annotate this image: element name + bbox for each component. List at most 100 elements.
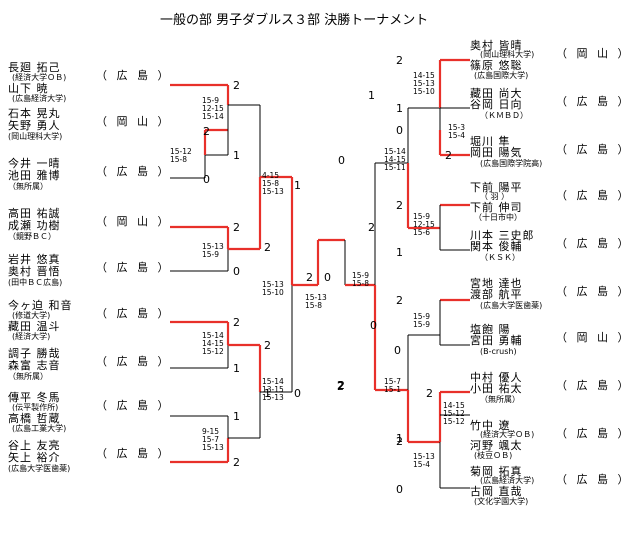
set-score: 13-15 <box>262 384 284 394</box>
set-score: 14-15 <box>413 71 435 80</box>
set-score: 15-12 <box>202 346 224 356</box>
affiliation: (岡山理科大学) <box>480 50 535 59</box>
player-name: 渡部 航平 <box>470 288 523 301</box>
prefecture: （ 広 島 ） <box>556 285 632 298</box>
set-score: 4-15 <box>262 171 280 180</box>
set-score: 15-6 <box>413 227 431 237</box>
prefecture: （ 岡 山 ） <box>556 47 632 60</box>
affiliation: (経済大学ＯＢ) <box>480 430 535 439</box>
affiliation: (岡山理科大学) <box>8 132 63 141</box>
player-name: 今ヶ迫 和音 <box>8 299 73 312</box>
set-score: 15-14 <box>202 111 224 121</box>
prefecture: （ 広 島 ） <box>556 237 632 250</box>
player-name: 関本 俊輔 <box>470 240 523 253</box>
affiliation: (田中ＢＣ広島) <box>8 278 63 287</box>
prefecture: （ 広 島 ） <box>96 307 172 320</box>
prefecture: （ 広 島 ） <box>556 95 632 108</box>
games-won: 1 <box>264 387 271 400</box>
set-score: 15-13 <box>262 392 284 402</box>
prefecture: （ 広 島 ） <box>96 69 172 82</box>
prefecture: （ 広 島 ） <box>96 399 172 412</box>
prefecture: （ 岡 山 ） <box>96 215 172 228</box>
prefecture: （ 広 島 ） <box>96 447 172 460</box>
player-name: 宮田 勇輔 <box>470 334 523 347</box>
set-score: 15-3 <box>448 123 466 132</box>
player-name: 谷岡 日向 <box>470 98 523 111</box>
prefecture: （ 岡 山 ） <box>96 115 172 128</box>
prefecture: （ 広 島 ） <box>556 427 632 440</box>
set-score: 15-11 <box>384 162 406 172</box>
player-name: 谷上 友亮 <box>8 439 61 452</box>
games-won: 2 <box>337 379 344 392</box>
prefecture: （ 広 島 ） <box>556 189 632 202</box>
affiliation: （十日市中） <box>474 213 522 222</box>
affiliation: （無所属） <box>8 372 48 381</box>
games-won: 0 <box>394 344 401 357</box>
games-won: 2 <box>337 380 344 393</box>
player-name: 石本 晃丸 <box>8 107 61 120</box>
page-title: 一般の部 男子ダブルス３部 決勝トーナメント <box>160 13 429 28</box>
games-won: 1 <box>396 432 403 445</box>
set-score: 15-8 <box>170 154 188 164</box>
set-score: 15-13 <box>262 280 284 289</box>
set-score: 15-13 <box>202 442 224 452</box>
set-score: 15-13 <box>202 242 224 251</box>
prefecture: （ 広 島 ） <box>96 261 172 274</box>
player-name: 竹中 遼 <box>470 419 511 432</box>
player-name: 古岡 直哉 <box>470 485 523 498</box>
games-won: 2 <box>264 339 271 352</box>
set-score: 9-15 <box>202 427 220 436</box>
player-name: 高田 祐誠 <box>8 207 61 220</box>
set-score: 15-8 <box>352 278 370 288</box>
affiliation: （ＫＳＫ） <box>480 253 520 262</box>
player-name: 塩飽 陽 <box>470 323 511 336</box>
player-name: 岩井 悠真 <box>8 253 61 266</box>
prefecture: （ 広 島 ） <box>556 143 632 156</box>
player-name: 菊岡 拓真 <box>470 465 523 478</box>
player-name: 今井 一晴 <box>8 157 61 170</box>
affiliation: (広島大学医歯薬) <box>480 301 543 310</box>
games-won: 2 <box>264 241 271 254</box>
player-name: 藏田 尚大 <box>470 87 523 100</box>
games-won: 0 <box>396 483 403 496</box>
set-score: 15-4 <box>413 459 431 469</box>
games-won: 2 <box>233 316 240 329</box>
games-won: 0 <box>203 173 210 186</box>
set-score: 15-8 <box>262 178 280 188</box>
affiliation: (伝平製作所) <box>12 403 59 412</box>
games-won: 1 <box>294 179 301 192</box>
games-won: 0 <box>370 319 377 332</box>
affiliation: (広島経済大学) <box>12 94 67 103</box>
affiliation: (経済大学ＯＢ) <box>12 73 67 82</box>
games-won: 2 <box>396 54 403 67</box>
set-score: 15-13 <box>305 293 327 302</box>
affiliation: （無所属） <box>8 182 48 191</box>
games-won: 1 <box>233 362 240 375</box>
games-won: 0 <box>324 271 331 284</box>
player-name: 高橋 哲蔵 <box>8 412 61 425</box>
set-score: 15-9 <box>352 271 370 280</box>
affiliation: (経済大学) <box>12 332 51 341</box>
player-name: 藏田 温斗 <box>8 320 61 333</box>
set-score: 15-12 <box>170 147 192 156</box>
set-score: 14-15 <box>384 154 406 164</box>
set-score: 14-15 <box>202 338 224 348</box>
player-name: 矢野 勇人 <box>8 119 61 132</box>
player-name: 池田 雅博 <box>8 169 61 182</box>
player-name: 山下 暁 <box>8 82 49 95</box>
set-score: 15-14 <box>202 331 224 340</box>
set-score: 15-12 <box>443 416 465 426</box>
prefecture: （ 岡 山 ） <box>556 331 632 344</box>
affiliation: (広島経済大学) <box>480 476 535 485</box>
affiliation: (広島大学医歯薬) <box>8 464 71 473</box>
affiliation: （鏡野ＢＣ） <box>8 232 56 241</box>
games-won: 2 <box>445 149 452 162</box>
